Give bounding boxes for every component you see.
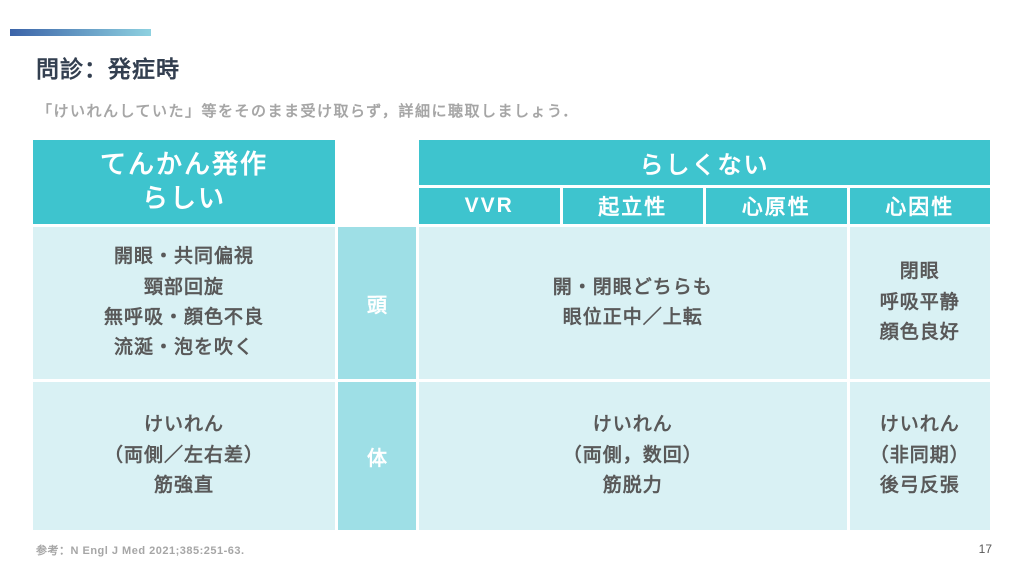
cell-body-middle: けいれん （両側，数回） 筋脱力 [419,382,847,530]
subheader-psychogenic: 心因性 [849,188,990,224]
comparison-table: てんかん発作 らしい らしくない VVR 起立性 心原性 心因性 開眼・共同偏視… [33,140,990,530]
header-spacer [338,140,416,224]
row-label-head: 頭 [338,227,416,379]
subheader-orthostatic: 起立性 [562,188,703,224]
header-not-epileptic-like: らしくない [419,140,990,185]
accent-bar [10,29,151,36]
cell-body-epileptic: けいれん （両側／左右差） 筋強直 [33,382,335,530]
cell-head-middle: 開・閉眼どちらも 眼位正中／上転 [419,227,847,379]
cell-head-psychogenic: 閉眼 呼吸平静 顔色良好 [849,227,990,379]
page-title: 問診：発症時 [36,56,180,82]
reference-citation: 参考：N Engl J Med 2021;385:251-63. [36,545,245,557]
cell-body-psychogenic: けいれん （非同期） 後弓反張 [849,382,990,530]
row-label-body: 体 [338,382,416,530]
header-epileptic-like: てんかん発作 らしい [33,140,335,224]
subheader-vvr: VVR [419,188,560,224]
cell-head-epileptic: 開眼・共同偏視 頸部回旋 無呼吸・顔色不良 流涎・泡を吹く [33,227,335,379]
page-number: 17 [978,542,992,556]
subheader-cardiogenic: 心原性 [706,188,847,224]
subtitle: 「けいれんしていた」等をそのまま受け取らず，詳細に聴取しましょう． [37,103,579,120]
